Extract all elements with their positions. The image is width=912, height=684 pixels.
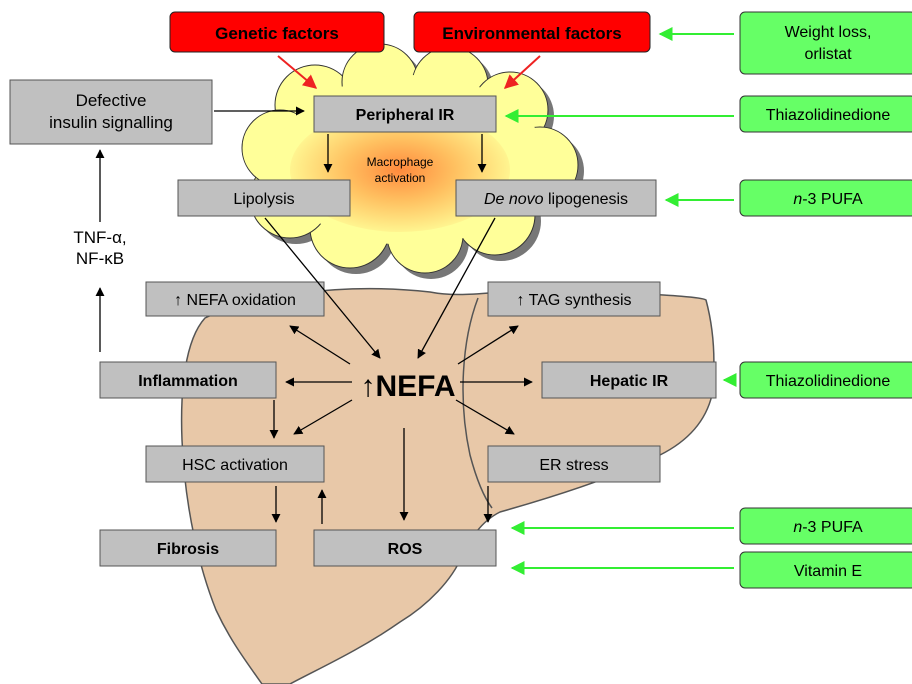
lipogenesis-to-nefa-arrow	[417, 217, 496, 359]
nefa-label: ↑NEFA	[360, 370, 455, 403]
er-stress-label: ER stress	[539, 457, 608, 474]
lipolysis-label: Lipolysis	[233, 191, 294, 208]
thiazolidinedione-box-2: Thiazolidinedione	[739, 361, 912, 399]
pufa-label-2: n-3 PUFA	[793, 519, 863, 536]
peripheral-ir-box: Peripheral IR	[313, 95, 497, 133]
er-stress-box: ER stress	[487, 445, 661, 483]
thiazolidinedione-label-2: Thiazolidinedione	[766, 373, 891, 390]
lipolysis-to-nefa-arrow	[264, 217, 381, 359]
environmental-arrow	[503, 55, 541, 89]
ros-label: ROS	[388, 541, 423, 558]
ros-box: ROS	[313, 529, 497, 567]
liver-shape	[180, 288, 715, 684]
weight-loss-label: Weight loss,orlistat	[785, 24, 872, 63]
lipolysis-box: Lipolysis	[177, 179, 351, 217]
nefa-oxidation-label: ↑ NEFA oxidation	[174, 292, 296, 309]
fibrosis-box: Fibrosis	[99, 529, 277, 567]
genetic-factors-box: Genetic factors	[169, 11, 385, 53]
nefa-to-oxidation-arrow	[289, 325, 351, 365]
environmental-factors-label: Environmental factors	[442, 24, 622, 43]
pufa-box-2: n-3 PUFA	[739, 507, 912, 545]
genetic-arrow	[277, 55, 318, 89]
de-novo-lipogenesis-box: De novo lipogenesis	[455, 179, 657, 217]
inflammation-label: Inflammation	[138, 373, 238, 390]
nefa-to-tag-arrow	[457, 325, 519, 365]
inflammation-box: Inflammation	[99, 361, 277, 399]
peripheral-ir-label: Peripheral IR	[356, 107, 455, 124]
de-novo-lipogenesis-label: De novo lipogenesis	[484, 191, 628, 208]
genetic-factors-label: Genetic factors	[215, 24, 339, 43]
vitamin-e-label: Vitamin E	[794, 563, 862, 580]
fibrosis-label: Fibrosis	[157, 541, 219, 558]
nefa-to-hsc-arrow	[293, 399, 353, 435]
tag-synthesis-label: ↑ TAG synthesis	[517, 292, 632, 309]
hepatic-ir-box: Hepatic IR	[541, 361, 717, 399]
pufa-label-1: n-3 PUFA	[793, 191, 863, 208]
hsc-activation-label: HSC activation	[182, 457, 288, 474]
hsc-activation-box: HSC activation	[145, 445, 325, 483]
tnf-label: TNF-α,	[73, 228, 126, 247]
liver-lobe-line	[462, 297, 493, 509]
tag-synthesis-box: ↑ TAG synthesis	[487, 281, 661, 317]
vitamin-e-box: Vitamin E	[739, 551, 912, 589]
thiazolidinedione-box-1: Thiazolidinedione	[739, 95, 912, 133]
nefa-oxidation-box: ↑ NEFA oxidation	[145, 281, 325, 317]
weight-loss-box: Weight loss,orlistat	[739, 11, 912, 75]
pufa-box-1: n-3 PUFA	[739, 179, 912, 217]
thiazolidinedione-label-1: Thiazolidinedione	[766, 107, 891, 124]
nfkb-label: NF-κB	[76, 249, 124, 268]
environmental-factors-box: Environmental factors	[413, 11, 651, 53]
nefa-to-er-stress-arrow	[455, 399, 515, 435]
hepatic-ir-label: Hepatic IR	[590, 373, 669, 390]
